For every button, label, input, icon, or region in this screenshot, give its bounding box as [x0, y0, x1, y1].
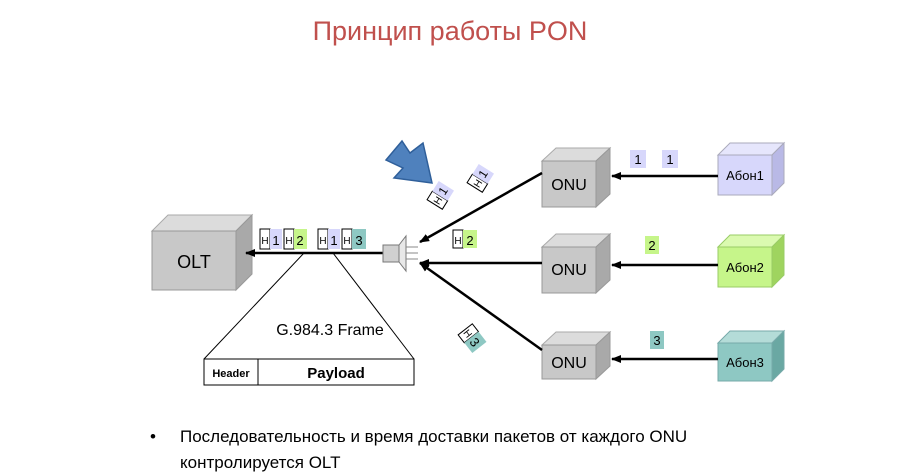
olt-box: OLT: [150, 213, 254, 292]
svg-text:3: 3: [355, 233, 362, 248]
sub3-packet: 3: [650, 331, 664, 349]
svg-text:H: H: [432, 195, 445, 207]
svg-text:H: H: [261, 236, 268, 247]
blue-pointer-arrow-icon: [384, 139, 433, 184]
svg-text:H: H: [285, 236, 292, 247]
page-title: Принцип работы PON: [312, 16, 588, 46]
olt-label: OLT: [177, 252, 211, 272]
frame-header-cell: Header: [212, 368, 250, 380]
subscriber-box-1: Абон1: [716, 141, 786, 197]
onu-label-2: ONU: [551, 262, 587, 279]
splitter-packet-top-2: H 1: [466, 164, 494, 193]
frame-label: G.984.3 Frame: [276, 322, 384, 339]
onu-box-1: ONU: [540, 146, 612, 209]
subscriber-box-2: Абон2: [716, 233, 786, 289]
frame-payload-cell: Payload: [307, 365, 365, 382]
bullet-marker: •: [150, 427, 156, 446]
bullet-text: Последовательность и время доставки паке…: [180, 427, 688, 472]
subscriber-label-1: Абон1: [726, 168, 764, 183]
svg-text:1: 1: [272, 233, 279, 248]
splitter-packet-bottom: H 3: [457, 323, 487, 353]
sub1-packets: 1 1: [630, 150, 678, 168]
subscriber-label-3: Абон3: [726, 355, 764, 370]
splitter-icon: [382, 234, 418, 273]
splitter-packet-mid: H 2: [452, 229, 477, 249]
onu-label-3: ONU: [551, 355, 587, 372]
svg-text:2: 2: [466, 233, 473, 248]
frame-expansion: G.984.3 Frame Header Payload: [203, 252, 415, 386]
svg-text:H: H: [343, 236, 350, 247]
svg-text:H: H: [472, 178, 485, 190]
svg-text:H: H: [319, 236, 326, 247]
svg-text:3: 3: [653, 333, 660, 348]
onu3-to-splitter-arrow: [419, 261, 543, 352]
onu-box-2: ONU: [540, 232, 612, 295]
onu-box-3: ONU: [540, 330, 612, 381]
sub2-packet: 2: [645, 236, 659, 254]
svg-text:H: H: [454, 236, 461, 247]
svg-text:1: 1: [666, 152, 673, 167]
onu1-to-splitter-arrow: [419, 171, 543, 244]
svg-text:1: 1: [634, 152, 641, 167]
svg-text:2: 2: [296, 233, 303, 248]
subscriber-box-3: Абон3: [716, 329, 786, 383]
onu-label-1: ONU: [551, 177, 587, 194]
olt-stream-packets: H 1 H 2 H 1 H 3: [259, 228, 366, 250]
subscriber-label-2: Абон2: [726, 260, 764, 275]
svg-text:1: 1: [330, 233, 337, 248]
svg-text:2: 2: [648, 238, 655, 253]
splitter-packet-top-1: H 1: [426, 181, 454, 210]
